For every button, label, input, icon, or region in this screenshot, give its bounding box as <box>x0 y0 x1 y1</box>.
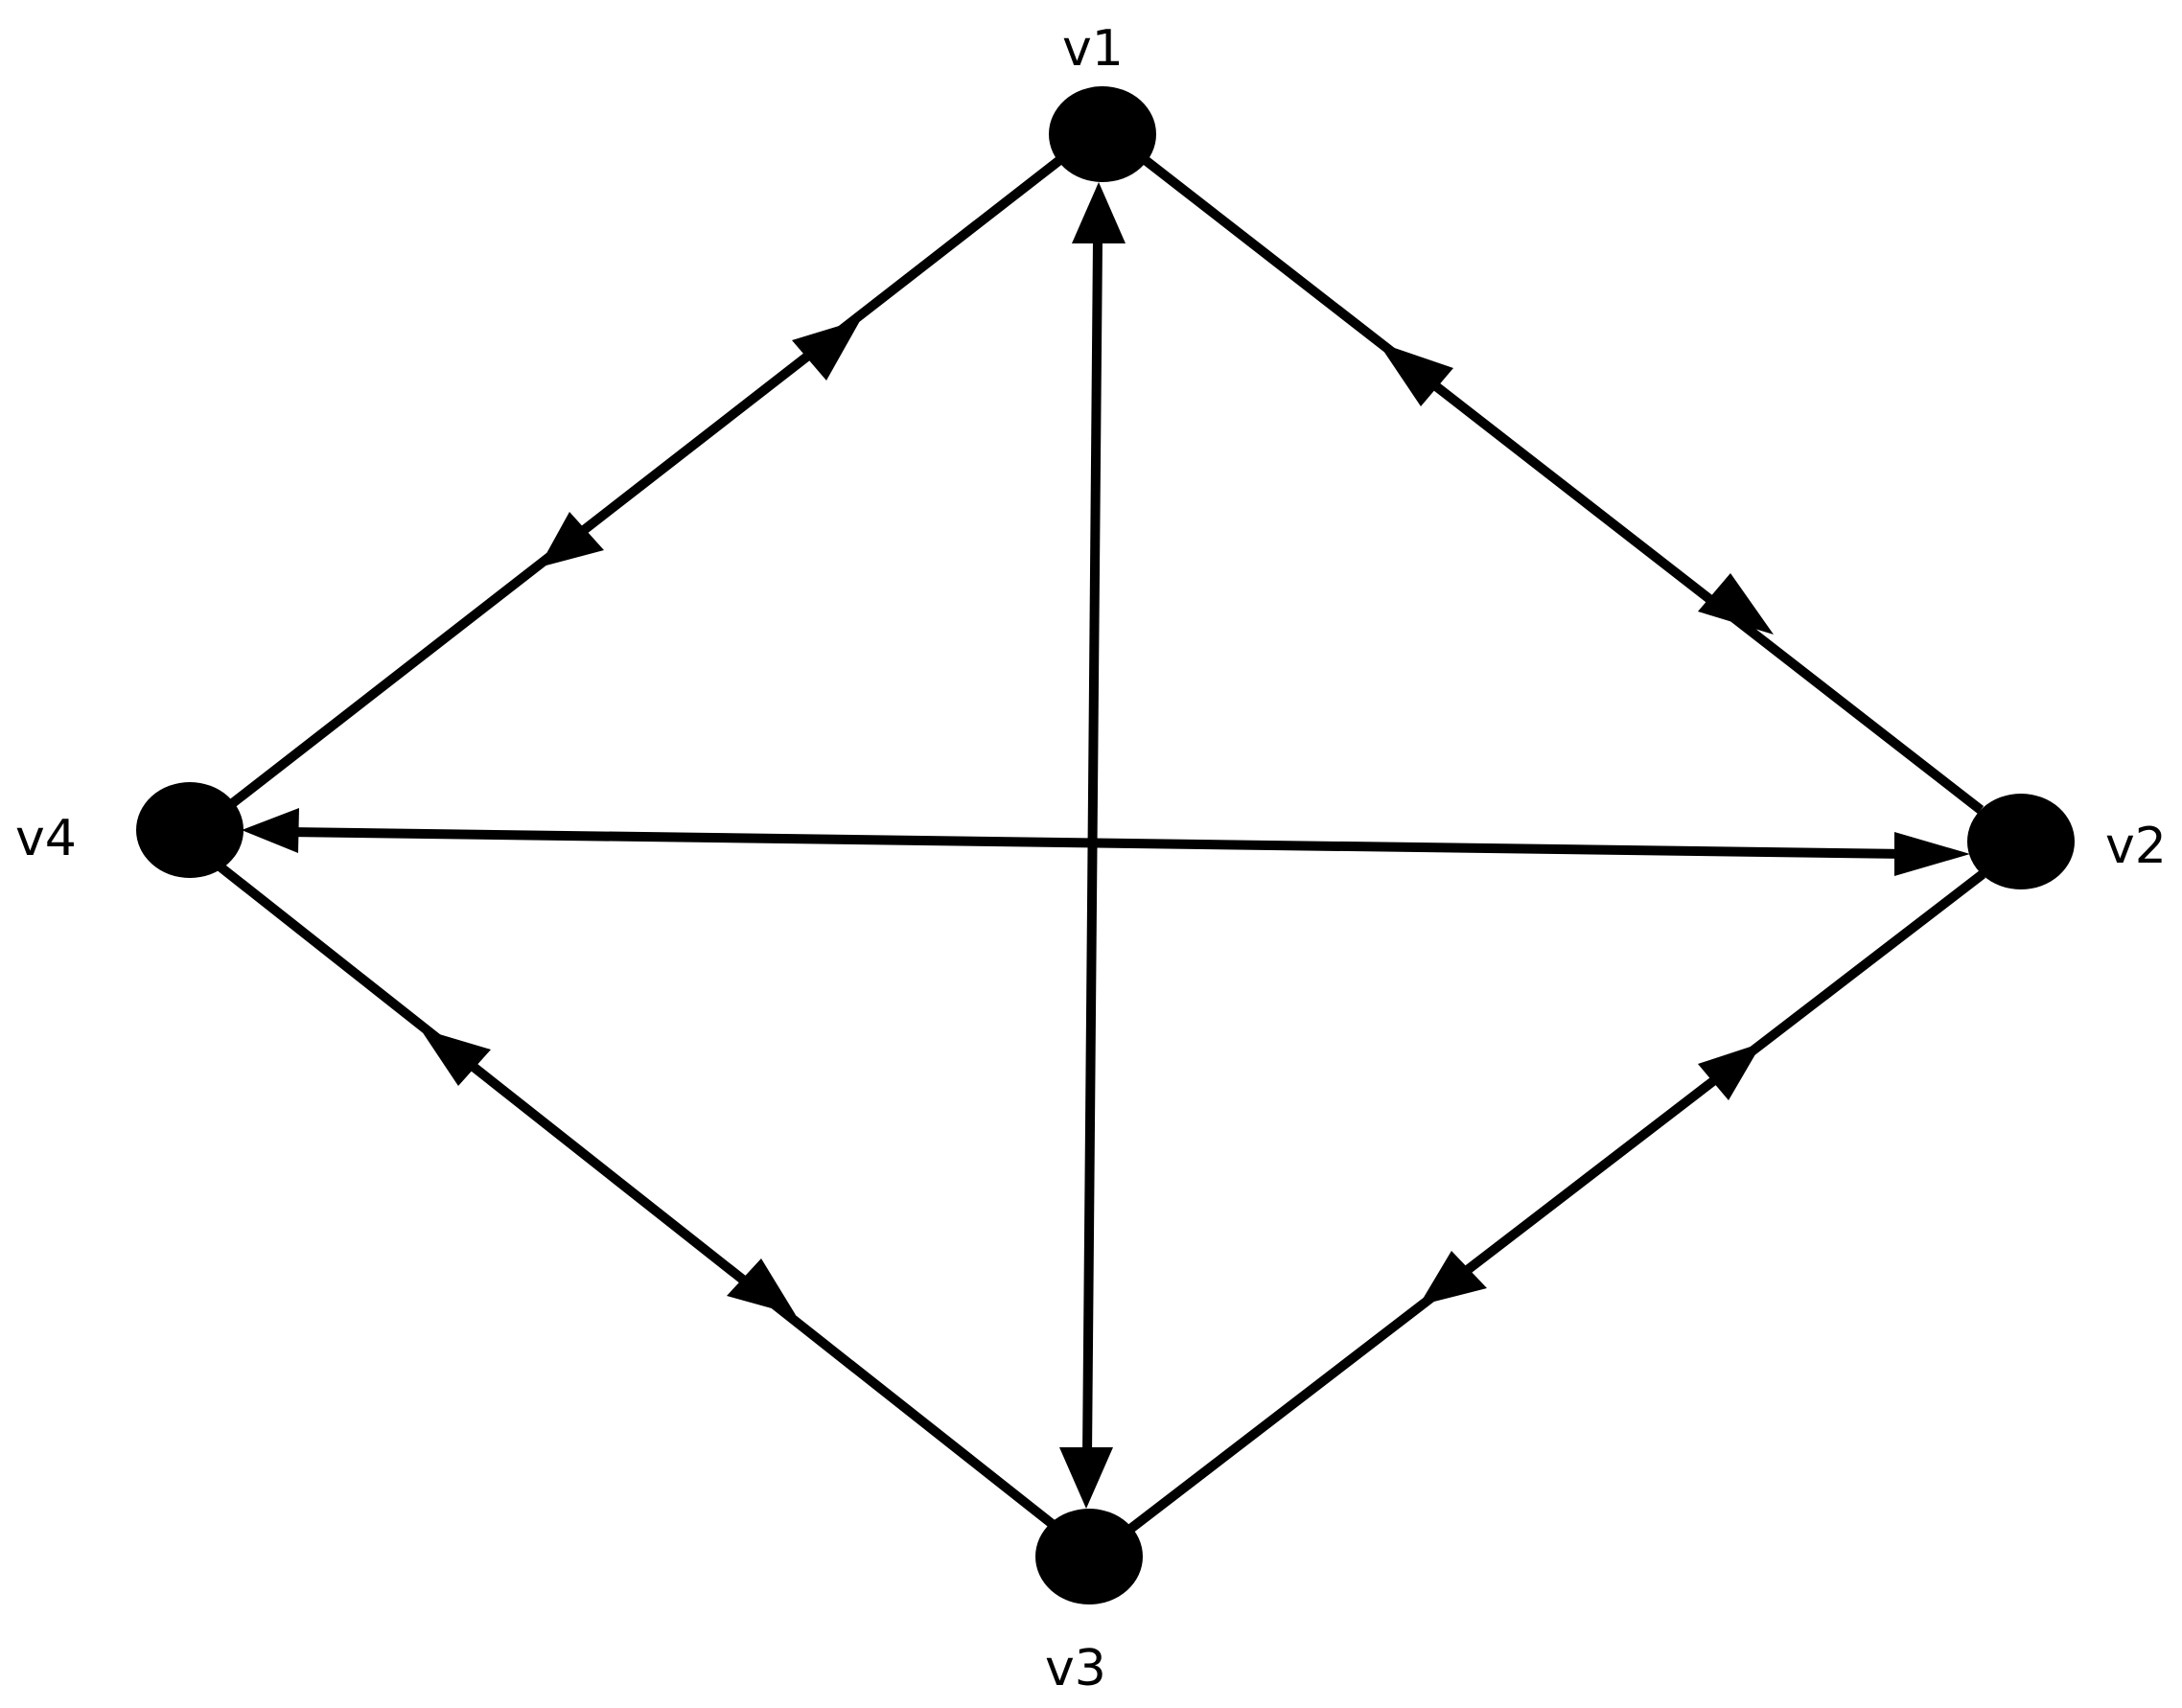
node-v2: v2 <box>1967 794 2167 889</box>
arrowhead-icon <box>1698 1043 1762 1100</box>
arrowhead-icon <box>420 1028 491 1086</box>
arrowhead-icon <box>242 808 299 853</box>
node-circle <box>1035 1509 1143 1604</box>
arrowhead-icon <box>539 512 604 567</box>
edge-v4-v3 <box>215 862 1058 1530</box>
node-label-v4: v4 <box>15 810 77 867</box>
edge-v2-v3 <box>1126 870 1986 1534</box>
arrowhead-icon <box>1698 573 1774 635</box>
arrowhead-icon <box>1419 1251 1487 1305</box>
node-circle <box>1049 86 1156 182</box>
node-circle <box>136 782 244 878</box>
node-v1: v1 <box>1049 20 1156 182</box>
arrowhead-icon <box>1072 182 1126 243</box>
edge-v1-v2 <box>1139 154 1985 814</box>
node-v4: v4 <box>15 782 244 878</box>
node-label-v2: v2 <box>2105 818 2167 875</box>
arrowhead-icon <box>1894 832 1970 876</box>
node-v3: v3 <box>1035 1509 1143 1697</box>
edge-v1-v4 <box>226 154 1066 809</box>
edge-v1-v3 <box>1059 182 1126 1509</box>
node-label-v3: v3 <box>1045 1640 1106 1697</box>
arrowhead-icon <box>1059 1447 1113 1509</box>
arrowhead-icon <box>727 1258 796 1315</box>
arrowhead-icon <box>792 319 861 381</box>
edge-v4-v2 <box>242 808 1970 876</box>
arrowhead-icon <box>1378 342 1453 406</box>
node-circle <box>1967 794 2075 889</box>
node-label-v1: v1 <box>1062 20 1124 78</box>
